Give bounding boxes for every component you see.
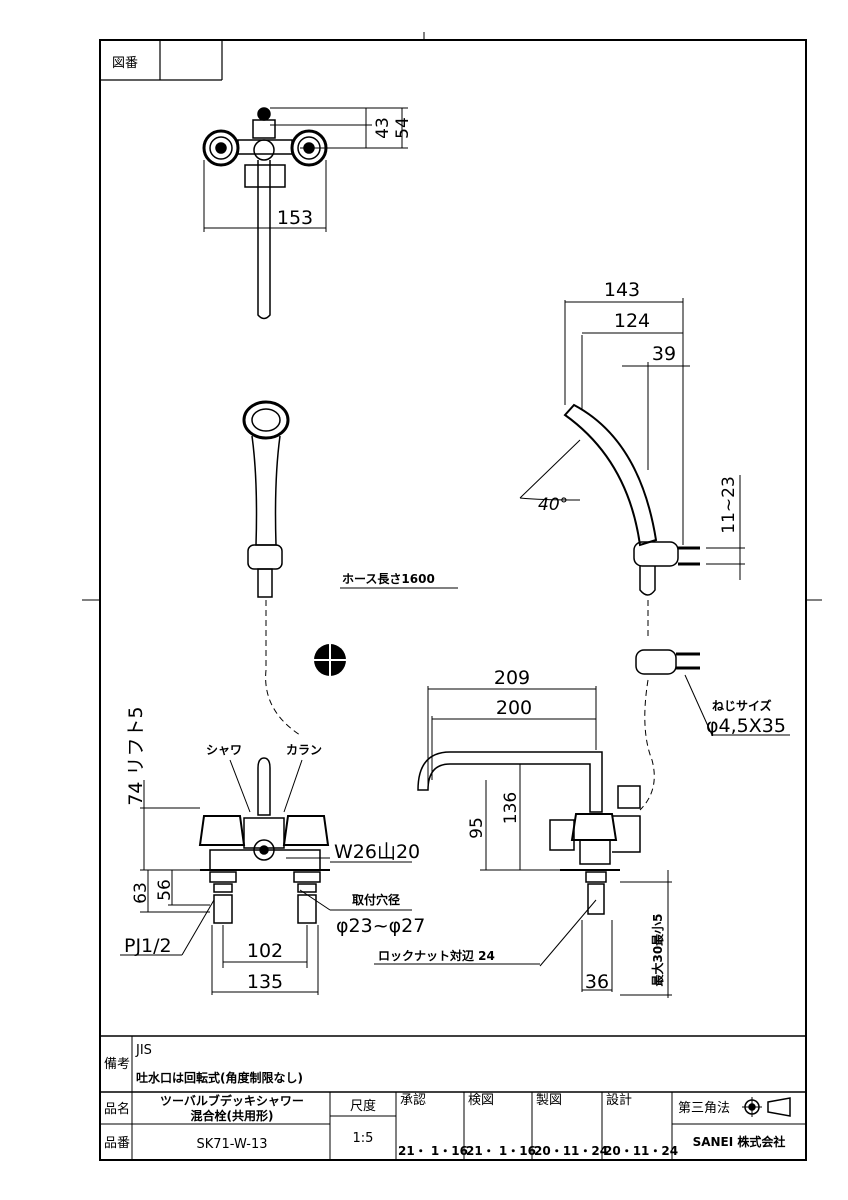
projection-label: 第三角法 <box>678 1101 730 1116</box>
dim-36: 36 <box>585 971 609 993</box>
screw-size-label: ねじサイズ <box>712 698 772 713</box>
draw-date: 20・11・24 <box>534 1144 608 1158</box>
caran-label: カラン <box>286 743 322 757</box>
design-label: 設計 <box>606 1092 632 1108</box>
dim-95: 95 <box>467 817 487 839</box>
dim-54: 54 <box>393 117 413 139</box>
side-view <box>374 686 672 998</box>
dim-200: 200 <box>496 697 532 719</box>
dim-11-23: 11~23 <box>719 476 739 534</box>
pj-label: PJ1/2 <box>124 935 172 957</box>
mount-hole-label: 取付穴径 <box>352 892 400 907</box>
dim-124: 124 <box>614 310 650 332</box>
mount-hole-value: φ23~φ27 <box>336 915 425 937</box>
front-view <box>120 757 412 995</box>
product-name-line1: ツーバルブデッキシャワー <box>160 1093 304 1108</box>
dim-56: 56 <box>155 879 175 901</box>
dim-63: 63 <box>131 882 151 904</box>
check-date: 21・ 1・16 <box>466 1144 536 1158</box>
remark-2: 吐水口は回転式(角度制限なし) <box>136 1070 303 1085</box>
max30-label: 最大30最小5 <box>650 913 665 986</box>
side-hose-line <box>639 600 655 811</box>
title-block <box>100 1035 806 1160</box>
mount-hole-symbol <box>314 644 346 676</box>
screw-size-value: φ4,5X35 <box>706 715 786 737</box>
dim-102: 102 <box>247 940 283 962</box>
hose-line <box>265 600 301 736</box>
approval-label: 承認 <box>400 1092 426 1108</box>
product-number: SK71-W-13 <box>196 1137 267 1152</box>
scale-label: 尺度 <box>350 1098 376 1114</box>
lift-label: 74 リフト5 <box>125 706 147 805</box>
angle-40: 40° <box>538 495 568 515</box>
remarks-label: 備考 <box>104 1056 130 1072</box>
product-name-line2: 混合栓(共用形) <box>191 1108 274 1123</box>
company-name: SANEI 株式会社 <box>693 1134 786 1149</box>
approval-date: 21・ 1・16 <box>398 1144 468 1158</box>
locknut-label: ロックナット対辺 24 <box>378 948 495 963</box>
dim-136: 136 <box>501 792 521 824</box>
shower-label: シャワ <box>206 743 242 757</box>
dim-43: 43 <box>373 117 393 139</box>
drawing-frame <box>82 32 822 1161</box>
shower-side-view <box>519 298 745 675</box>
scale-value: 1:5 <box>353 1131 374 1146</box>
third-angle-projection-icon <box>742 1097 791 1117</box>
draw-label: 製図 <box>536 1093 562 1108</box>
w26-label: W26山20 <box>334 841 420 863</box>
check-label: 検図 <box>468 1093 494 1108</box>
dim-143: 143 <box>604 279 640 301</box>
hose-length: ホース長さ1600 <box>342 571 435 586</box>
shower-head-front <box>242 400 290 598</box>
dim-135: 135 <box>247 971 283 993</box>
zuban-label: 図番 <box>112 56 138 71</box>
number-label: 品番 <box>104 1136 130 1151</box>
name-label: 品名 <box>104 1101 130 1117</box>
remark-1: JIS <box>135 1043 152 1058</box>
dim-39: 39 <box>652 343 676 365</box>
design-date: 20・11・24 <box>604 1144 678 1158</box>
dim-153: 153 <box>277 207 313 229</box>
dim-209: 209 <box>494 667 530 689</box>
top-view <box>202 107 408 320</box>
